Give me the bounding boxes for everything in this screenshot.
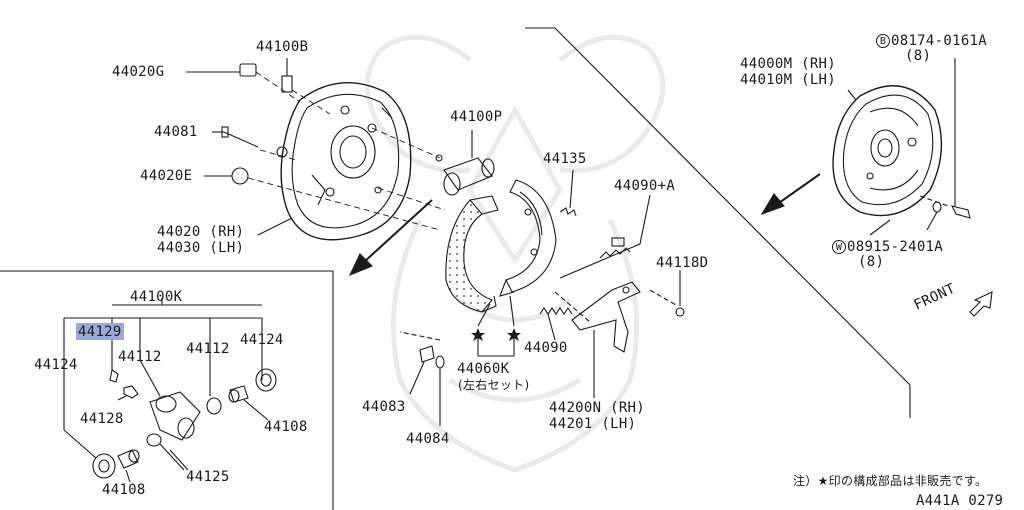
label-44118D: 44118D (656, 255, 709, 271)
label-44124-left: 44124 (34, 357, 78, 373)
label-44020G: 44020G (112, 64, 165, 80)
kit-bracket (63, 298, 263, 459)
label-44201-lh: 44201 (LH) (549, 416, 637, 432)
kit-boot-large (255, 368, 277, 392)
label-08174-qty: (8) (905, 48, 932, 64)
label-44010M-lh: 44010M (LH) (740, 72, 837, 88)
kit-piston-l (117, 449, 140, 483)
diagram-id: A441A 0279 (916, 493, 1004, 509)
label-44100P: 44100P (450, 109, 503, 125)
star-markers (471, 328, 521, 341)
label-44084: 44084 (406, 431, 450, 447)
kit-cylinder-body (139, 359, 201, 471)
backing-plate (280, 82, 412, 241)
label-44060K: 44060K (457, 361, 510, 377)
bolt-marker-icon: B (876, 34, 890, 48)
plug-cap (204, 167, 249, 185)
label-44108-right: 44108 (264, 419, 308, 435)
label-44020E: 44020E (140, 168, 193, 184)
label-44108-left: 44108 (102, 482, 146, 498)
label-44020-rh: 44020 (RH) (157, 224, 245, 240)
kit-piston-r (228, 385, 269, 421)
kit-boot-left (92, 453, 116, 479)
label-44000M-rh: 44000M (RH) (740, 56, 837, 72)
parking-lever (571, 281, 677, 398)
label-44100B: 44100B (256, 39, 309, 55)
adjuster-cap (186, 63, 257, 77)
brake-shoe-right (499, 179, 557, 297)
front-arrow-icon (969, 291, 993, 317)
assembly-bolt (950, 58, 971, 219)
lever-washer (675, 270, 685, 317)
brake-shoe-left (445, 195, 499, 313)
label-44081: 44081 (154, 124, 198, 140)
label-08174-code: 08174-0161A (891, 33, 988, 49)
label-44129-highlight[interactable]: 44129 (76, 323, 124, 340)
return-spring (539, 307, 573, 341)
section-divider (525, 27, 911, 418)
kit-bleeder (117, 385, 139, 401)
label-44100K: 44100K (130, 289, 183, 305)
label-44030-lh: 44030 (LH) (157, 240, 245, 256)
label-44112-right: 44112 (186, 341, 230, 357)
label-44124-right: 44124 (240, 332, 284, 348)
label-44090: 44090 (524, 340, 568, 356)
label-44128: 44128 (80, 411, 124, 427)
adjuster-rod (559, 194, 651, 279)
washer-marker-icon: W (832, 240, 846, 254)
install-arrow-left (348, 199, 433, 277)
adjuster-pin (409, 345, 435, 395)
not-for-sale-note: 注）★印の構成部品は非販売です。 (793, 474, 988, 488)
retainer-spring (559, 169, 577, 217)
label-08915-code: 08915-2401A (847, 239, 944, 255)
mount-bolt (281, 58, 293, 93)
label-44200N-rh: 44200N (RH) (549, 400, 646, 416)
label-44090A: 44090+A (614, 178, 676, 194)
adjuster-washer (435, 355, 445, 426)
kit-cap (109, 369, 119, 383)
label-44083: 44083 (362, 399, 406, 415)
install-arrow-right (760, 173, 821, 216)
brake-assembly (832, 85, 943, 217)
pin-rod (212, 126, 288, 158)
label-44129: 44129 (76, 323, 124, 340)
wheel-cylinder (435, 130, 495, 196)
label-44060K-set: (左右セット) (458, 378, 530, 392)
label-08915-qty: (8) (858, 254, 885, 270)
assembly-washer (926, 201, 942, 231)
watermark-emblem (364, 34, 666, 473)
label-44112-left: 44112 (118, 349, 162, 365)
label-44125: 44125 (186, 469, 230, 485)
kit-piston (146, 433, 185, 471)
label-44135: 44135 (543, 151, 587, 167)
kit-boot-small (206, 397, 222, 415)
